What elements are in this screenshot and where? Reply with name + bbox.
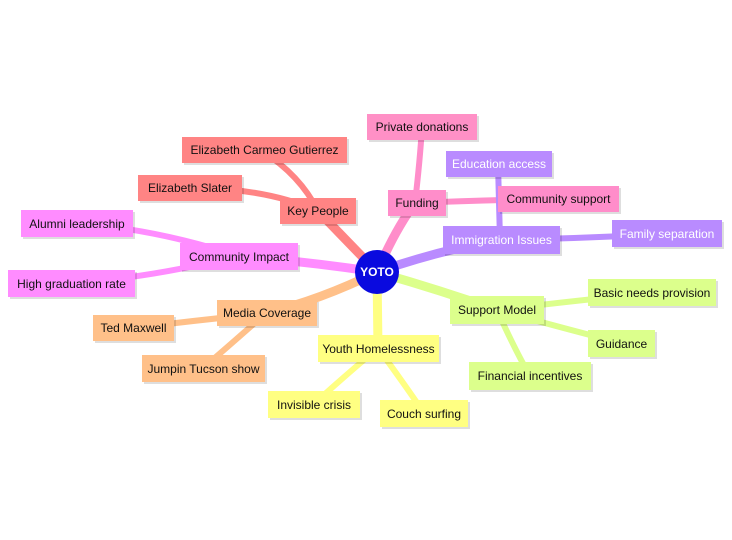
- subtopic-high-graduation-rate[interactable]: High graduation rate: [8, 270, 135, 297]
- subtopic-couch-surfing[interactable]: Couch surfing: [380, 400, 468, 427]
- topic-media-coverage[interactable]: Media Coverage: [217, 300, 317, 326]
- central-topic-yoto[interactable]: YOTO: [355, 250, 399, 294]
- subtopic-financial-incentives[interactable]: Financial incentives: [469, 362, 591, 390]
- subtopic-family-separation[interactable]: Family separation: [612, 220, 722, 247]
- topic-immigration-issues[interactable]: Immigration Issues: [443, 226, 560, 254]
- subtopic-alumni-leadership[interactable]: Alumni leadership: [21, 210, 133, 237]
- topic-support-model[interactable]: Support Model: [450, 296, 544, 324]
- topic-community-impact[interactable]: Community Impact: [180, 243, 298, 270]
- subtopic-elizabeth-carmeo-gutierrez[interactable]: Elizabeth Carmeo Gutierrez: [182, 137, 347, 163]
- topic-youth-homelessness[interactable]: Youth Homelessness: [318, 335, 439, 362]
- subtopic-basic-needs-provision[interactable]: Basic needs provision: [588, 279, 716, 306]
- subtopic-elizabeth-slater[interactable]: Elizabeth Slater: [138, 175, 242, 201]
- subtopic-jumpin-tucson-show[interactable]: Jumpin Tucson show: [142, 355, 265, 382]
- subtopic-invisible-crisis[interactable]: Invisible crisis: [268, 391, 360, 418]
- subtopic-guidance[interactable]: Guidance: [588, 330, 655, 357]
- subtopic-community-support[interactable]: Community support: [498, 186, 619, 212]
- subtopic-ted-maxwell[interactable]: Ted Maxwell: [93, 315, 174, 341]
- subtopic-education-access[interactable]: Education access: [446, 151, 552, 177]
- topic-key-people[interactable]: Key People: [280, 198, 356, 224]
- topic-funding[interactable]: Funding: [388, 190, 446, 216]
- subtopic-private-donations[interactable]: Private donations: [367, 114, 477, 140]
